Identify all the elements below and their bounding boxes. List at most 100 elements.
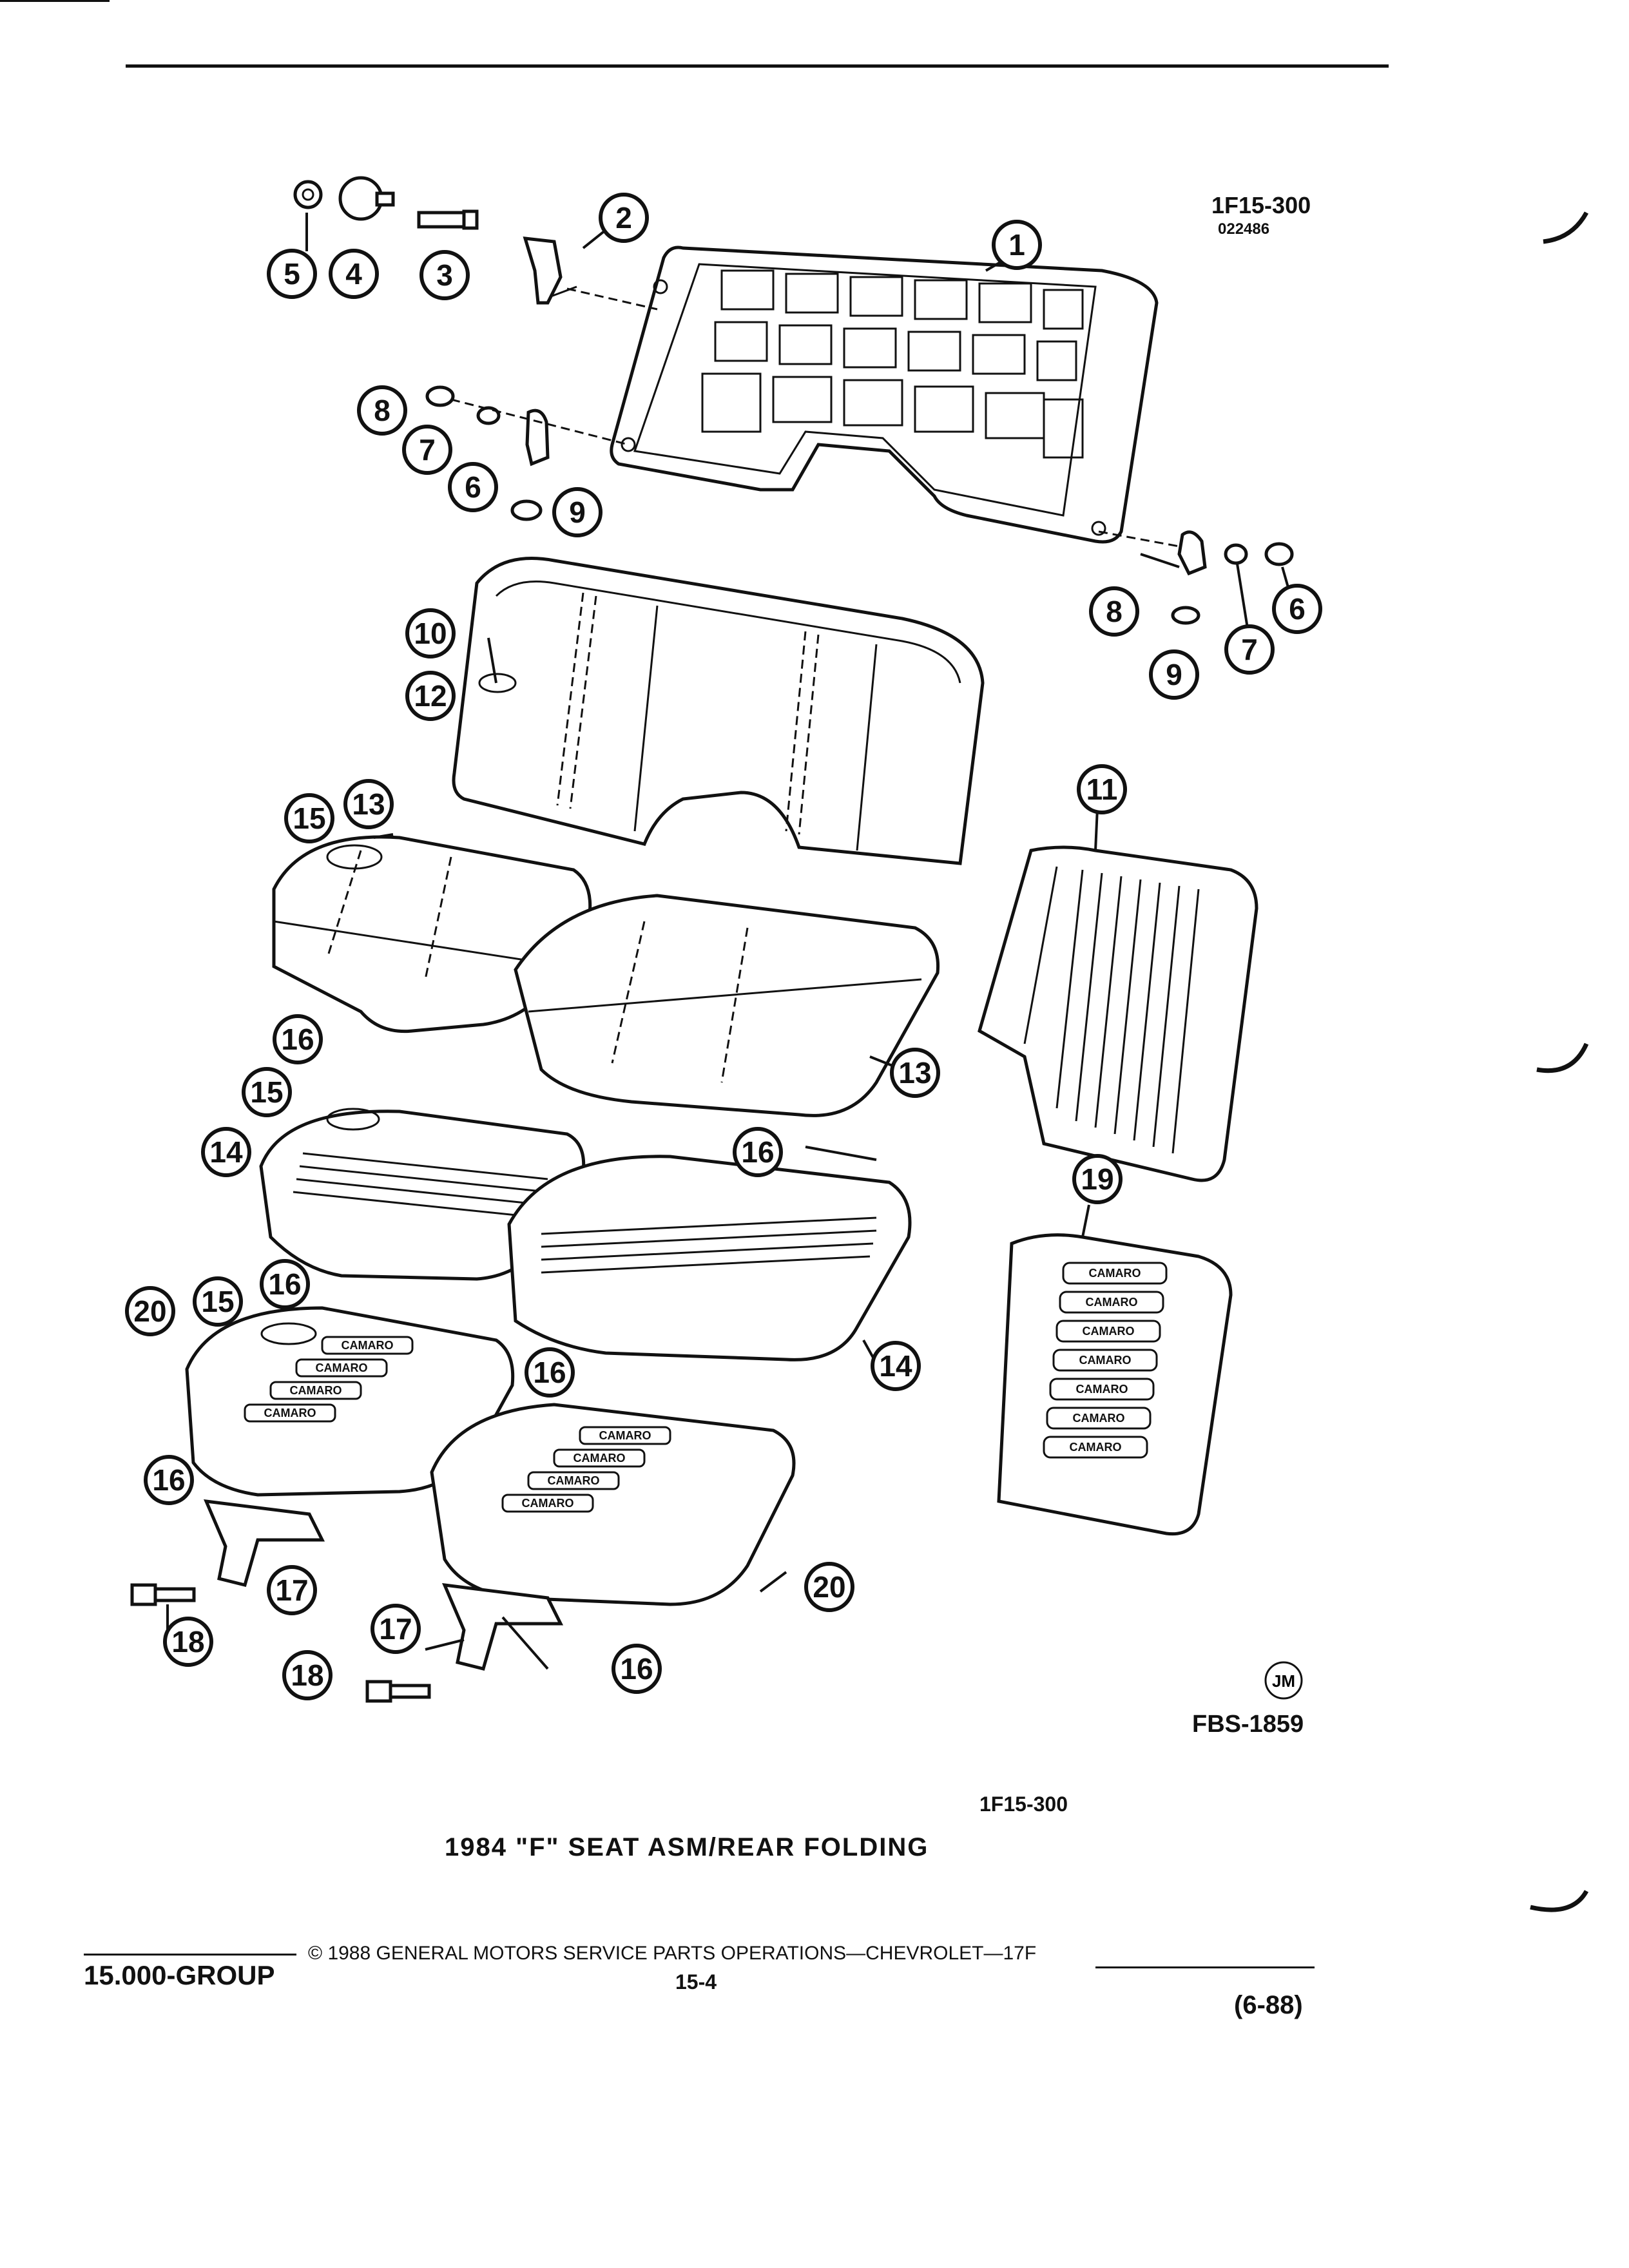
footer-group: 15.000-GROUP [84,1960,275,1990]
svg-text:8: 8 [374,394,390,427]
camaro-emblem-label: CAMARO [522,1497,574,1510]
callout-16d: 16 [525,1347,575,1398]
svg-text:8: 8 [1106,595,1123,628]
camaro-emblem-label: CAMARO [342,1339,394,1352]
svg-text:6: 6 [465,470,481,504]
callout-19: 19 [1072,1154,1123,1204]
callout-13a: 13 [343,779,394,829]
callout-20b: 20 [804,1562,854,1612]
callout-15a: 15 [284,793,334,843]
footer-rule-right [1095,1966,1315,1968]
callout-20a: 20 [125,1286,175,1336]
camaro-emblem-label: CAMARO [548,1474,600,1487]
callout-16a: 16 [273,1014,323,1064]
seat-cushion-14-right [507,1155,912,1361]
artist-mark: JM [1264,1661,1303,1700]
emblem-trim-panel [997,1233,1233,1536]
binder-mark-1 [1543,211,1589,244]
svg-text:JM: JM [1272,1671,1295,1691]
svg-text:16: 16 [152,1463,185,1497]
seat-back-cushion [452,557,985,865]
binder-mark-3 [1530,1890,1589,1912]
svg-text:10: 10 [414,617,447,650]
svg-text:5: 5 [284,257,300,291]
camaro-emblem-label: CAMARO [1086,1296,1138,1309]
footer-page-number: 15-4 [675,1970,717,1994]
callout-7a: 7 [402,425,452,475]
seat-back-frame [610,245,1159,544]
svg-text:19: 19 [1081,1162,1113,1196]
camaro-emblem-label: CAMARO [1083,1325,1135,1338]
callout-9b: 9 [1149,649,1199,700]
header-rule-small [0,0,110,2]
camaro-emblem-label: CAMARO [1076,1383,1128,1396]
svg-text:7: 7 [419,433,436,466]
seat-cushion-20-right [430,1403,796,1606]
svg-text:7: 7 [1241,633,1258,666]
callout-4: 4 [329,249,379,299]
diagram-code: 1F15-300 [1211,192,1311,218]
camaro-emblem-label: CAMARO [316,1361,368,1374]
svg-text:9: 9 [569,495,586,529]
callout-3: 3 [419,250,470,300]
callout-1: 1 [992,220,1042,270]
camaro-emblem-label: CAMARO [264,1407,316,1419]
callout-16e: 16 [144,1455,194,1505]
callout-18a: 18 [163,1617,213,1667]
callout-9a: 9 [552,487,602,537]
svg-text:11: 11 [1086,773,1118,806]
svg-text:15: 15 [293,802,325,835]
camaro-emblem-label: CAMARO [1089,1267,1141,1280]
callout-15c: 15 [193,1276,243,1327]
latch [523,236,658,311]
callout-6a: 6 [448,462,498,512]
svg-text:16: 16 [533,1356,566,1389]
svg-text:16: 16 [281,1023,314,1056]
callout-14b: 14 [871,1341,921,1391]
callout-12: 12 [405,671,456,721]
svg-text:18: 18 [291,1658,323,1692]
camaro-emblem-label: CAMARO [1073,1412,1125,1425]
figure-code: FBS-1859 [1192,1711,1304,1738]
svg-text:16: 16 [741,1135,774,1169]
left-pivot-hardware [425,385,629,521]
caption-code: 1F15-300 [979,1792,1068,1816]
camaro-emblem-label: CAMARO [574,1452,626,1465]
callout-16f: 16 [612,1644,662,1694]
camaro-emblem-label: CAMARO [1079,1354,1132,1367]
callout-5: 5 [267,249,317,299]
svg-text:3: 3 [436,258,453,292]
svg-text:15: 15 [250,1075,283,1109]
callout-7b: 7 [1224,624,1275,675]
svg-text:15: 15 [201,1285,234,1318]
back-trim-panel [978,845,1258,1182]
callout-18b: 18 [282,1650,333,1700]
callout-17b: 17 [371,1604,421,1654]
callout-2: 2 [599,193,649,243]
header-rule [126,64,1389,68]
callout-8a: 8 [357,385,407,436]
camaro-emblem-label: CAMARO [599,1429,651,1442]
callout-17a: 17 [267,1565,317,1615]
svg-text:16: 16 [620,1652,653,1686]
svg-text:4: 4 [345,257,362,291]
svg-text:13: 13 [898,1056,931,1090]
svg-text:1: 1 [1008,228,1025,262]
svg-text:20: 20 [133,1294,166,1328]
camaro-emblem-label: CAMARO [290,1384,342,1397]
camaro-emblem-label: CAMARO [1070,1441,1122,1454]
callout-8b: 8 [1089,586,1139,637]
svg-text:20: 20 [813,1570,845,1604]
callout-16c: 16 [260,1259,310,1309]
footer-revision: (6-88) [1234,1991,1303,2019]
callout-10: 10 [405,608,456,658]
svg-text:13: 13 [352,787,385,821]
svg-text:14: 14 [879,1349,912,1383]
callout-6b: 6 [1272,584,1322,634]
hardware-set-top [293,176,479,230]
seat-cushion-20-left [185,1306,515,1497]
caption-title: 1984 "F" SEAT ASM/REAR FOLDING [445,1833,929,1861]
callouts: 1 2 3 4 5 8 7 6 9 8 7 6 9 10 12 11 15 13… [125,193,1322,1700]
svg-text:12: 12 [414,679,447,713]
